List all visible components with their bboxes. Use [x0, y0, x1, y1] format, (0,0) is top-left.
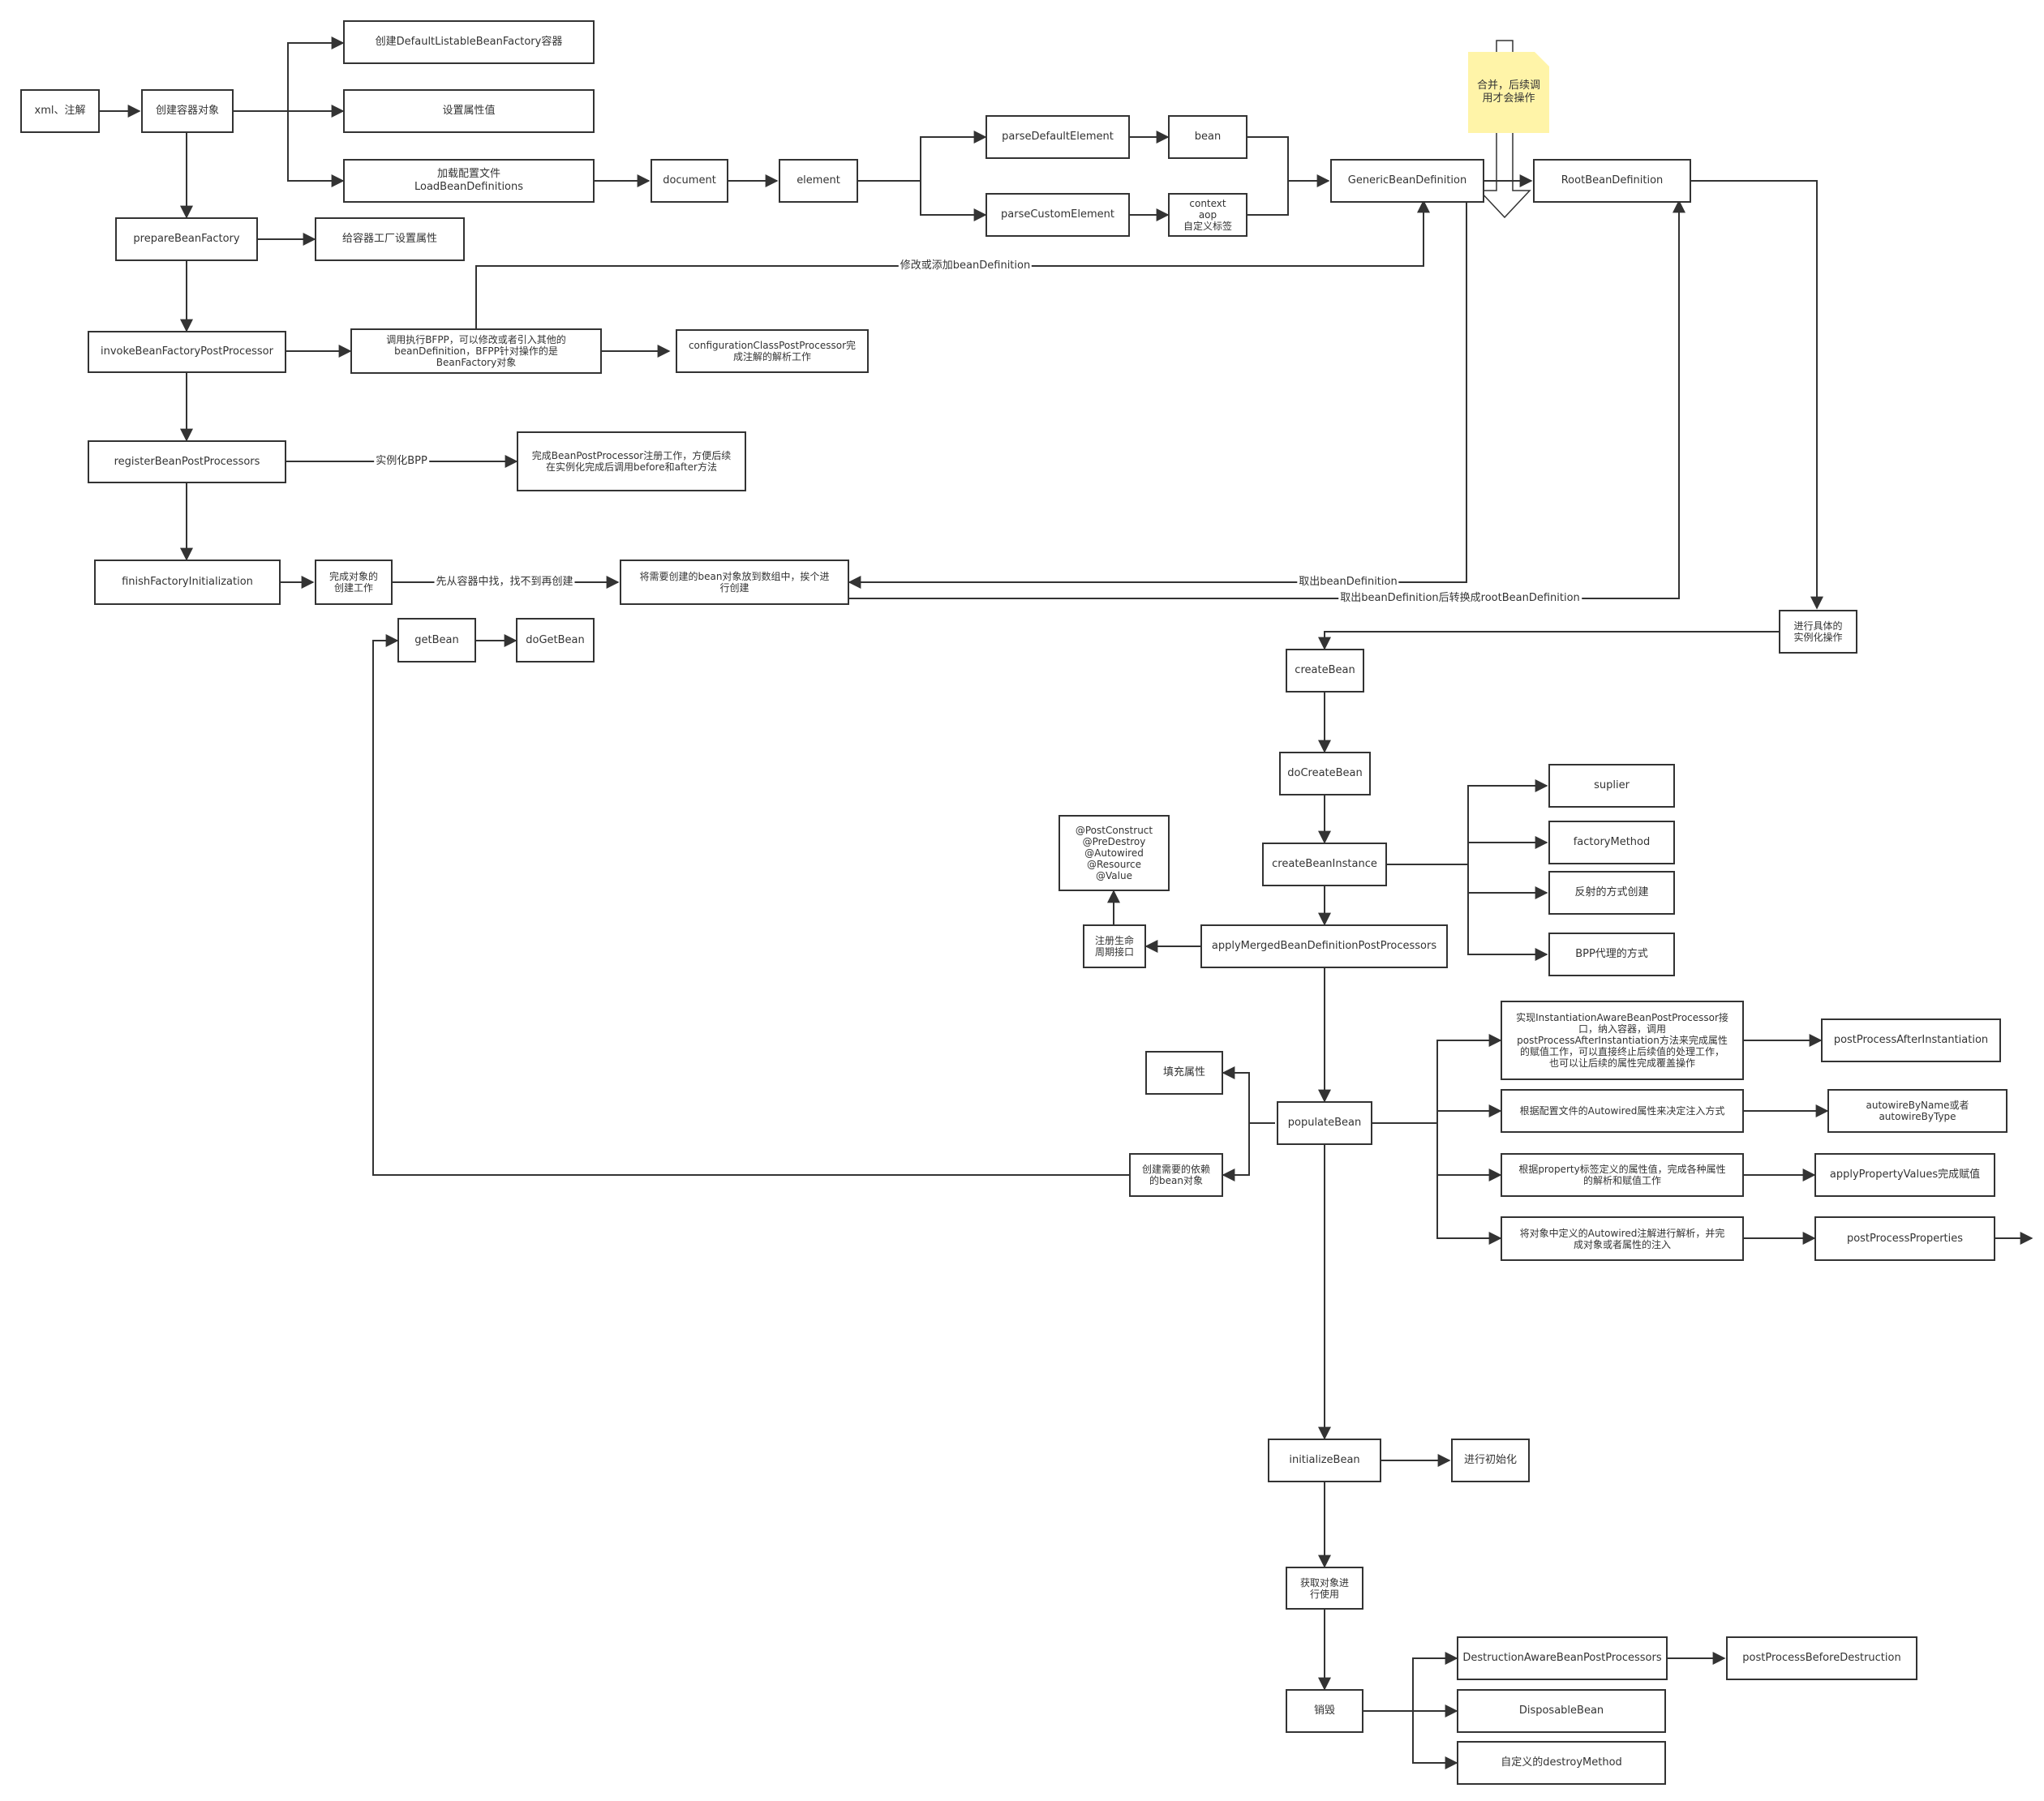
node-post-after-inst[interactable]: postProcessAfterInstantiation	[1821, 1018, 2001, 1062]
label-fetch-convert: 取出beanDefinition后转换成rootBeanDefinition	[1338, 592, 1582, 605]
edge-populate-to-annotation	[1436, 1175, 1502, 1245]
node-create-factory[interactable]: 创建DefaultListableBeanFactory容器	[343, 20, 595, 64]
node-reflect[interactable]: 反射的方式创建	[1548, 871, 1675, 915]
node-do-create-bean[interactable]: doCreateBean	[1279, 752, 1371, 795]
node-autowire-by[interactable]: autowireByName或者 autowireByType	[1827, 1089, 2008, 1133]
node-apply-merged[interactable]: applyMergedBeanDefinitionPostProcessors	[1200, 924, 1448, 968]
node-lifecycle[interactable]: 注册生命 周期接口	[1083, 924, 1146, 968]
node-bpp-proxy[interactable]: BPP代理的方式	[1548, 933, 1675, 976]
node-fill-props[interactable]: 填充属性	[1145, 1051, 1223, 1095]
edge-populate-to-createdep	[1222, 1123, 1250, 1181]
node-destroy-method[interactable]: 自定义的destroyMethod	[1457, 1741, 1666, 1785]
node-get-bean[interactable]: getBean	[397, 618, 476, 663]
node-prepare-bf[interactable]: prepareBeanFactory	[115, 217, 258, 261]
node-set-props[interactable]: 设置属性值	[343, 89, 595, 133]
edge-element-to-parsecustom	[920, 181, 987, 221]
node-post-props[interactable]: postProcessProperties	[1814, 1216, 1995, 1261]
edge-destroy-to-destroymethod	[1412, 1711, 1458, 1769]
node-bean[interactable]: bean	[1168, 115, 1247, 159]
node-iabpp-desc[interactable]: 实现InstantiationAwareBeanPostProcessor接 口…	[1501, 1001, 1744, 1080]
node-set-bf-props[interactable]: 给容器工厂设置属性	[315, 217, 465, 261]
node-property-desc[interactable]: 根据property标签定义的属性值，完成各种属性 的解析和赋值工作	[1501, 1153, 1744, 1197]
label-modify-bd: 修改或添加beanDefinition	[898, 259, 1033, 272]
node-generic-bd[interactable]: GenericBeanDefinition	[1330, 159, 1484, 203]
node-dabpp[interactable]: DestructionAwareBeanPostProcessors	[1457, 1636, 1668, 1680]
node-do-instantiate[interactable]: 进行具体的 实例化操作	[1779, 610, 1857, 654]
node-post-before-destroy[interactable]: postProcessBeforeDestruction	[1726, 1636, 1917, 1680]
edge-array-to-root	[849, 199, 1685, 599]
edge-element-to-parsedefault	[858, 131, 987, 182]
edge-root-to-instantiate	[1691, 180, 1823, 610]
node-finish-init[interactable]: finishFactoryInitialization	[94, 560, 281, 605]
node-array-desc[interactable]: 将需要创建的bean对象放到数组中，挨个进 行创建	[620, 560, 849, 605]
node-xml[interactable]: xml、注解	[20, 89, 100, 133]
edge-context-to-generic	[1247, 181, 1289, 216]
node-register-bpp[interactable]: registerBeanPostProcessors	[88, 440, 286, 483]
node-finish-create[interactable]: 完成对象的 创建工作	[315, 560, 393, 605]
node-populate[interactable]: populateBean	[1277, 1101, 1372, 1145]
edge-instance-to-suplier	[1387, 779, 1548, 865]
node-create-dep[interactable]: 创建需要的依赖 的bean对象	[1129, 1153, 1223, 1197]
node-create-container[interactable]: 创建容器对象	[141, 89, 234, 133]
node-do-init[interactable]: 进行初始化	[1451, 1439, 1530, 1482]
node-parse-default[interactable]: parseDefaultElement	[986, 115, 1130, 159]
node-load-bd[interactable]: 加载配置文件 LoadBeanDefinitions	[343, 159, 595, 203]
node-parse-custom[interactable]: parseCustomElement	[986, 193, 1130, 237]
node-annotation-desc[interactable]: 将对象中定义的Autowired注解进行解析，并完 成对象或者属性的注入	[1501, 1216, 1744, 1261]
edge-instance-to-bppproxy	[1467, 893, 1548, 961]
edge-populate-to-fillprops	[1222, 1066, 1275, 1124]
edge-populate-to-iabpp	[1372, 1034, 1502, 1124]
node-suplier[interactable]: suplier	[1548, 764, 1675, 808]
edge-generic-to-array	[848, 201, 1467, 589]
node-element[interactable]: element	[779, 159, 858, 203]
edge-bean-to-generic	[1247, 136, 1330, 187]
node-document[interactable]: document	[651, 159, 728, 203]
node-context-aop[interactable]: context aop 自定义标签	[1168, 193, 1247, 237]
node-destroy[interactable]: 销毁	[1286, 1689, 1363, 1733]
merge-note: 合并，后续调 用才会操作	[1468, 52, 1549, 133]
node-disposable[interactable]: DisposableBean	[1457, 1689, 1666, 1733]
edge-createdep-to-getbean	[372, 634, 1129, 1176]
label-find-container: 先从容器中找，找不到再创建	[434, 576, 575, 589]
node-root-bd[interactable]: RootBeanDefinition	[1533, 159, 1691, 203]
edge-destroy-to-dabpp	[1363, 1652, 1458, 1712]
node-use-obj[interactable]: 获取对象进 行使用	[1286, 1567, 1363, 1610]
node-bpp-desc[interactable]: 完成BeanPostProcessor注册工作，方便后续 在实例化完成后调用be…	[517, 431, 746, 491]
node-do-get-bean[interactable]: doGetBean	[516, 618, 595, 663]
node-autowired-desc[interactable]: 根据配置文件的Autowired属性来决定注入方式	[1501, 1089, 1744, 1133]
node-create-instance[interactable]: createBeanInstance	[1262, 843, 1387, 886]
node-initialize[interactable]: initializeBean	[1268, 1439, 1381, 1482]
label-fetch-bd: 取出beanDefinition	[1297, 576, 1399, 589]
node-invoke-bfpp[interactable]: invokeBeanFactoryPostProcessor	[88, 331, 286, 373]
edge-container-to-loadbd	[287, 111, 345, 187]
edge-instantiate-to-createbean	[1318, 631, 1779, 650]
edge-container-to-factory	[234, 36, 345, 112]
node-annotations[interactable]: @PostConstruct @PreDestroy @Autowired @R…	[1058, 815, 1170, 891]
node-factory-method[interactable]: factoryMethod	[1548, 821, 1675, 864]
label-instantiate-bpp: 实例化BPP	[374, 455, 429, 468]
node-create-bean[interactable]: createBean	[1286, 649, 1364, 693]
node-apply-pv[interactable]: applyPropertyValues完成赋值	[1814, 1153, 1995, 1197]
node-ccpp[interactable]: configurationClassPostProcessor完 成注解的解析工…	[676, 329, 869, 373]
node-bfpp-desc[interactable]: 调用执行BFPP，可以修改或者引入其他的 beanDefinition，BFPP…	[350, 328, 602, 374]
